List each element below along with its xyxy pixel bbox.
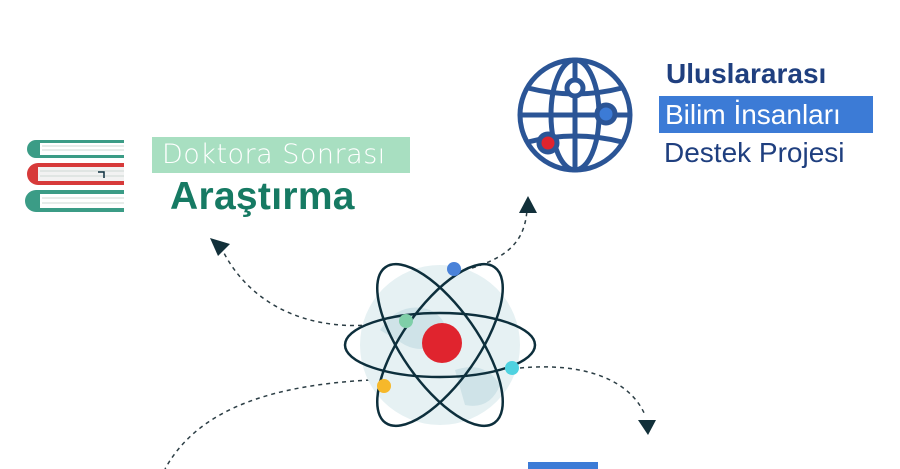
research-label-line-2: Araştırma [170,175,355,218]
international-label-line-1: Uluslararası [666,58,827,89]
connector-to-international [471,209,528,269]
connector-to-research [219,244,371,327]
connector-bottom-left [164,379,371,469]
arrowhead-international [519,196,537,213]
international-label-line-3: Destek Projesi [664,137,845,168]
research-label-line-1: Doktora Sonrası [152,137,410,173]
books-icon [25,140,124,212]
arrowhead-bottom-right [638,420,656,435]
international-label-line-2: Bilim İnsanları [659,96,873,133]
atom-icon [343,262,537,428]
partial-bottom-shape [528,462,598,469]
globe-network-icon [517,57,633,173]
arrowhead-research [210,238,230,256]
connector-bottom-right [519,366,646,416]
